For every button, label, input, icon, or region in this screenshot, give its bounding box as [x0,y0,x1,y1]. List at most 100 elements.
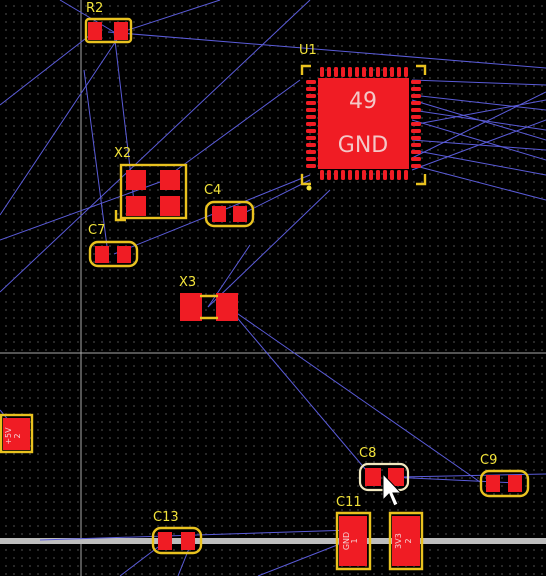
component-c8[interactable]: C8 [358,446,410,492]
u1-pin [320,170,324,180]
u1-pin [306,80,316,84]
u1-pin [306,136,316,140]
u1-pin [355,67,359,77]
x2-pad-4 [160,196,180,216]
u1-reference-label: U1 [299,43,317,58]
u1-pin [306,143,316,147]
u1-pin [383,170,387,180]
c4-outline [204,200,255,228]
horizontal-highlight-bar [0,538,546,544]
u1-pin [306,150,316,154]
u1-pin [306,157,316,161]
u1-pin [306,101,316,105]
u1-pin [348,67,352,77]
u1-pin [327,170,331,180]
u1-pin [369,67,373,77]
u1-outline-corners [300,64,427,186]
x2-outline [119,163,188,220]
u1-pin [362,170,366,180]
u1-pin [341,170,345,180]
c4-reference-label: C4 [204,183,221,198]
u1-pin [411,129,421,133]
u1-pin [355,170,359,180]
u1-pin [306,115,316,119]
u1-pin [390,67,394,77]
r2-outline [84,17,133,44]
component-c9[interactable]: C9 [479,453,530,498]
component-r2[interactable]: R2 [84,1,133,44]
c8-pad-2 [388,468,404,486]
c11-pad1-number: 1 [350,538,359,543]
connector-pad-2 [3,418,30,450]
u1-pin [404,67,408,77]
component-connector-left[interactable]: 2 +5V [0,413,34,454]
x3-pad-1 [180,293,202,321]
u1-pin [383,67,387,77]
c11-pad2-net: 3V3 [394,533,403,549]
component-x3[interactable]: X3 [179,275,238,321]
u1-pin1-marker [306,185,312,191]
arrow-pointer-icon [382,472,403,507]
u1-pin [411,87,421,91]
c4-pad-2 [233,206,247,222]
u1-pin [376,170,380,180]
c8-pad-1 [365,468,381,486]
u1-pin [411,80,421,84]
u1-pin [348,170,352,180]
c13-outline [151,526,203,555]
u1-pin [306,164,316,168]
u1-pin [411,122,421,126]
u1-pin [411,136,421,140]
c9-outline [479,469,530,498]
component-c11[interactable]: C11 1 GND 2 3V3 [335,495,424,571]
u1-pin [390,170,394,180]
c7-pad-1 [95,246,109,263]
u1-exposed-pad [318,78,409,169]
u1-pin [411,115,421,119]
u1-pin [397,170,401,180]
component-c7[interactable]: C7 [88,223,139,268]
c7-outline [88,240,139,268]
c9-pad-2 [508,475,522,492]
u1-pin [411,143,421,147]
u1-pin [397,67,401,77]
u1-pin [306,94,316,98]
u1-pin [411,164,421,168]
u1-pin [334,170,338,180]
u1-pin [411,108,421,112]
c11-reference-label: C11 [336,495,362,510]
component-u1[interactable]: U1 49 GND [299,43,427,191]
c9-reference-label: C9 [480,453,497,468]
u1-pin [411,157,421,161]
x2-reference-label: X2 [114,146,131,161]
u1-pin [411,101,421,105]
u1-pin [341,67,345,77]
u1-pins [306,67,421,180]
c11-outline [335,511,424,571]
x2-pad-3 [126,196,146,216]
u1-pin [306,108,316,112]
c11-pad1-net: GND [342,532,351,550]
u1-pin [306,87,316,91]
r2-reference-label: R2 [86,1,103,16]
c8-reference-label: C8 [359,446,376,461]
x2-pad-1 [126,170,146,190]
u1-pad-number: 49 [349,89,377,114]
u1-pin [306,122,316,126]
c7-reference-label: C7 [88,223,105,238]
c13-pad-1 [158,532,172,550]
u1-pin [404,170,408,180]
u1-pin [320,67,324,77]
u1-pin [411,150,421,154]
connector-pad-net: +5V [4,427,13,445]
connector-outline [0,413,34,454]
component-x2[interactable]: X2 [114,146,188,222]
component-c4[interactable]: C4 [204,183,255,228]
c11-pad-1 [339,516,367,566]
component-c13[interactable]: C13 [151,510,203,555]
x2-pin1-marker [114,210,126,222]
c7-pad-2 [117,246,131,263]
c13-reference-label: C13 [153,510,179,525]
r2-pad-1 [88,22,102,40]
